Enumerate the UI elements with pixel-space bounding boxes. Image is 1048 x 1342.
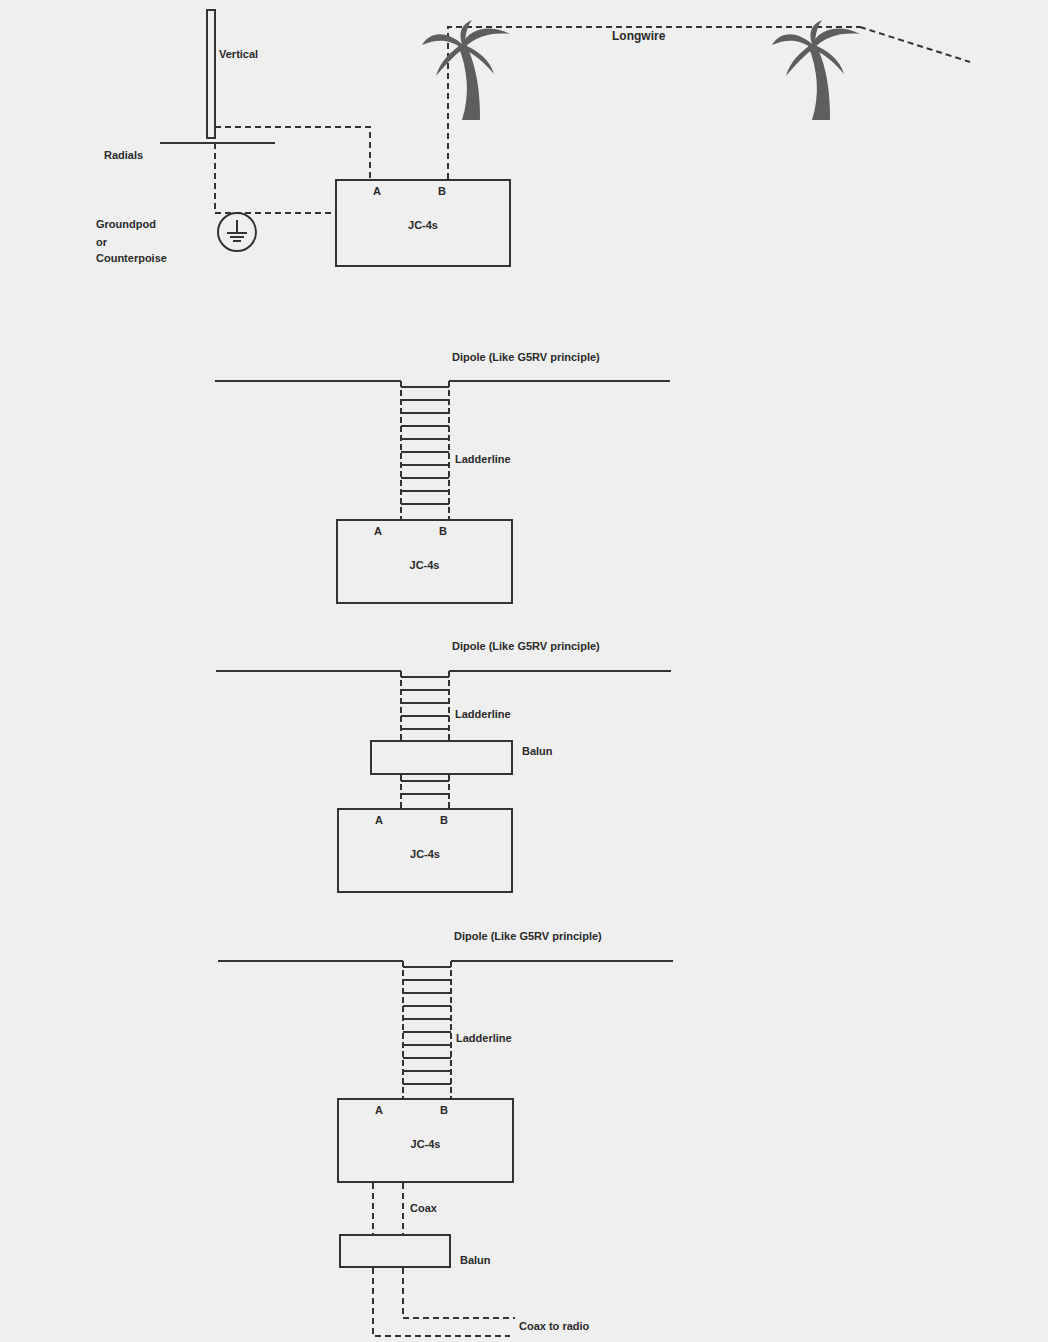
tuner-box: A B JC-4s [336,519,513,604]
palm-tree [422,20,510,120]
balun-box: Balun [370,740,513,775]
diagram-label: Counterpoise [96,252,167,265]
terminal-label: A [375,1104,383,1117]
terminal-label: B [439,525,447,538]
diagram-label: Dipole (Like G5RV principle) [454,930,602,943]
edge-label: Coax [410,1202,437,1215]
balun-box: Balun [339,1234,451,1268]
terminal-label: B [440,814,448,827]
diagram-label: Dipole (Like G5RV principle) [452,351,600,364]
terminal-label: A [373,185,381,198]
tuner-box: A B JC-4s [337,808,513,893]
coax-connector [373,1183,403,1234]
terminal-label: B [438,185,446,198]
box-label: JC-4s [338,559,511,572]
box-label: JC-4s [337,219,509,232]
vertical-element [207,10,215,138]
box-label: JC-4s [339,1138,512,1151]
dipole-wires [215,381,673,961]
diagram-label: Longwire [612,30,665,43]
box-label: JC-4s [339,848,511,861]
ground-symbol [218,213,256,251]
diagram-label: Radials [104,149,143,162]
diagram-label: Coax to radio [519,1320,589,1333]
tuner-box: A B JC-4s [337,1098,514,1183]
radials [160,142,275,144]
diagram-label: Dipole (Like G5RV principle) [452,640,600,653]
terminal-label: A [375,814,383,827]
diagram-label: Ladderline [455,708,511,721]
terminal-label: B [440,1104,448,1117]
diagram-label: Ladderline [455,453,511,466]
diagram-label: Groundpod [96,218,156,231]
box-label: Balun [522,745,553,758]
diagram-label: or [96,236,107,249]
terminal-label: A [374,525,382,538]
feed-wires [215,27,970,213]
ladderline-connector [401,775,449,808]
diagram-label: Ladderline [456,1032,512,1045]
box-label: Balun [460,1254,491,1267]
coax-to-radio [373,1268,515,1336]
palm-tree [772,20,860,120]
diagram-label: Vertical [219,48,258,61]
tuner-box: A B JC-4s [335,179,511,267]
